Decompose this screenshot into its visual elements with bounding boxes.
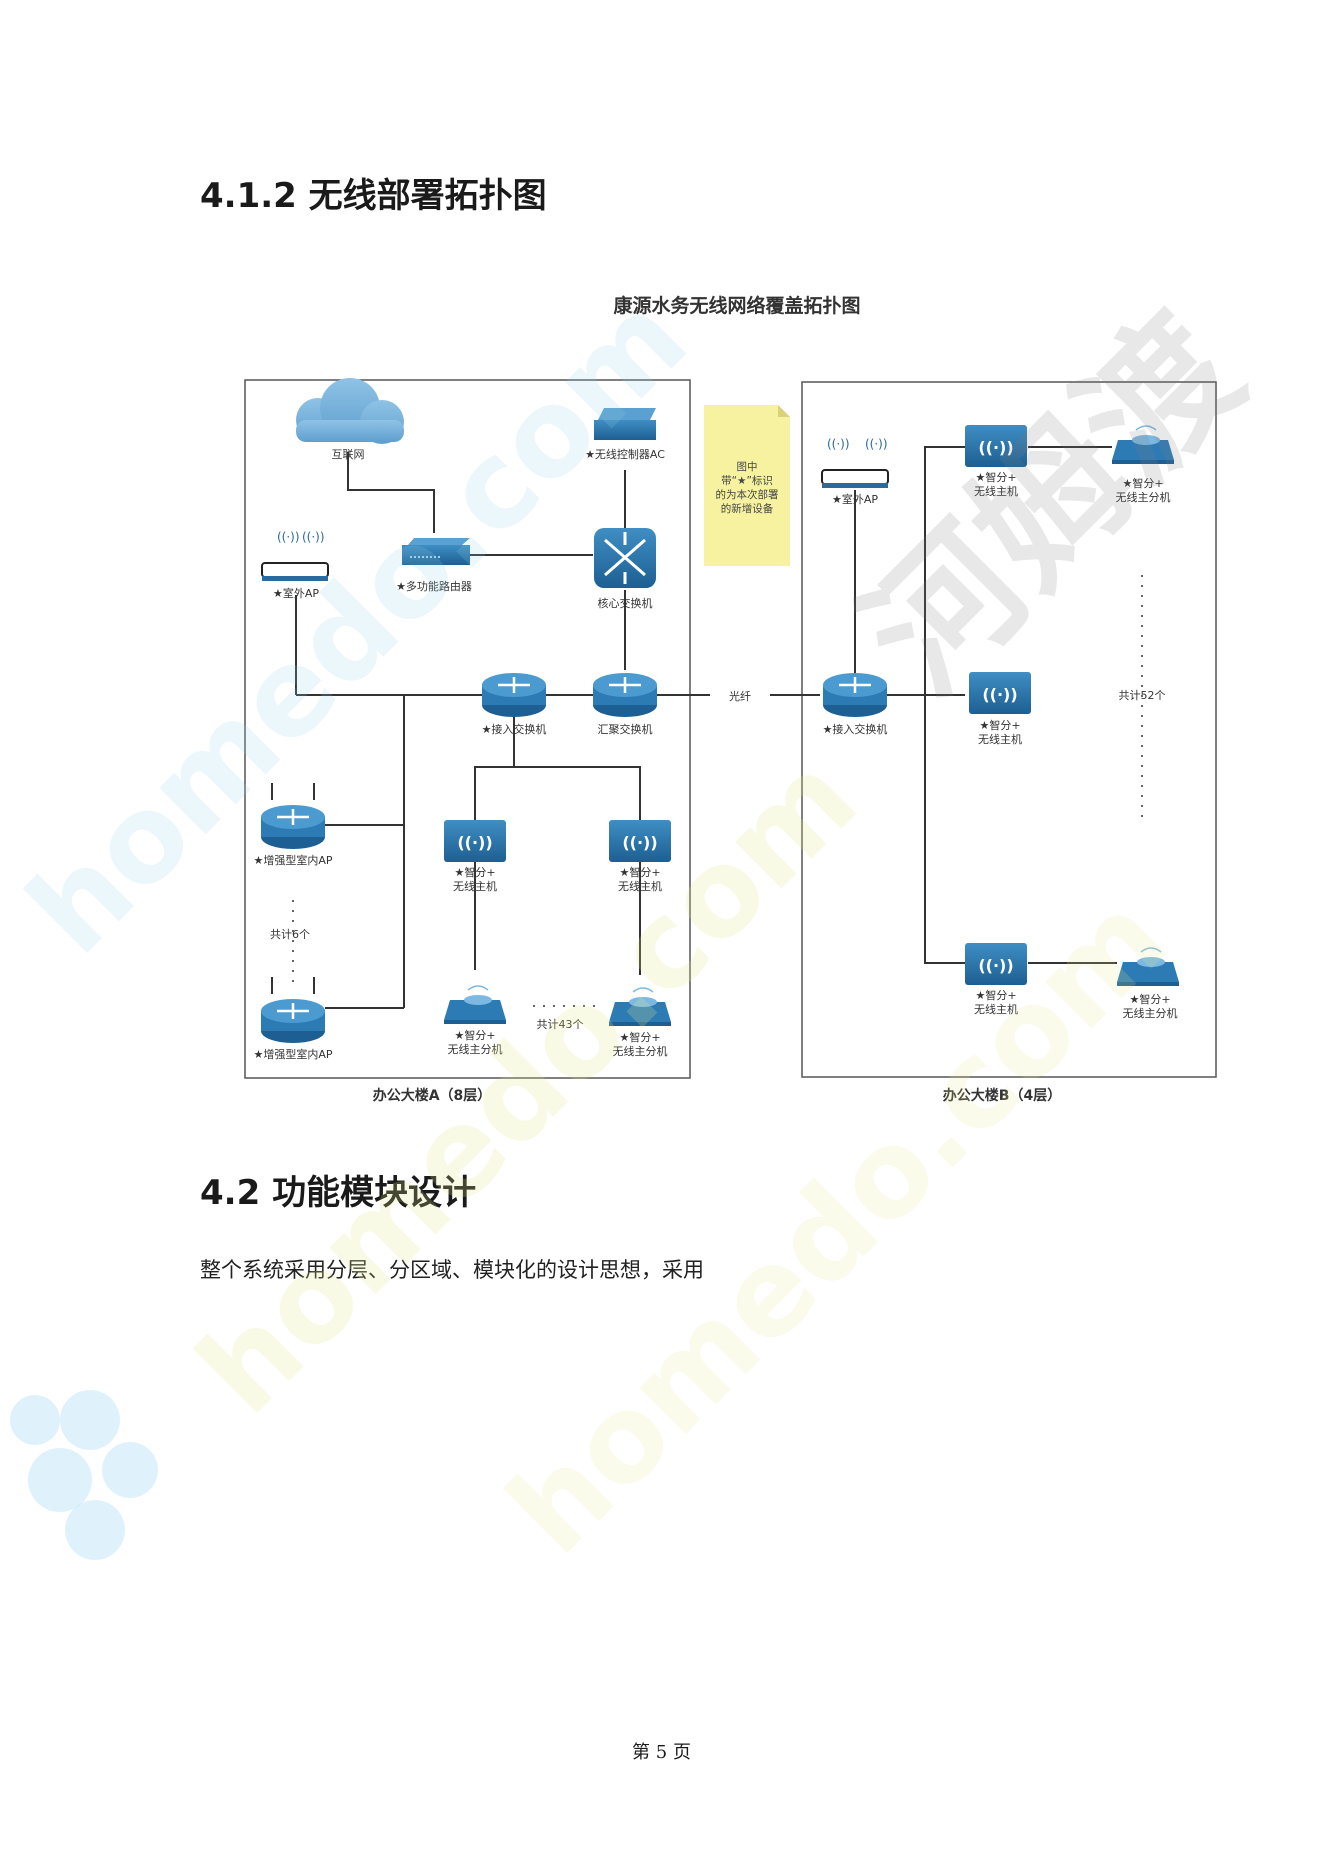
wireless-subunit-icon [609,987,671,1026]
outdoor-ap-b-icon: ((·)) ((·)) [821,437,889,488]
subunit-a-count: 共计43个 [537,1018,584,1031]
indoor-ap-count: 共计6个 [270,928,310,941]
access-switch-a-icon [482,673,546,717]
host-b2-line1: ★智分+ [979,718,1020,732]
diagram-title: 康源水务无线网络覆盖拓扑图 [613,294,860,317]
host-b1-line1: ★智分+ [975,470,1016,484]
host-a1-line1: ★智分+ [454,865,495,879]
aggregation-switch-label: 汇聚交换机 [598,722,653,736]
section-heading-4-2: 4.2 功能模块设计 [200,1173,477,1213]
svg-text:((·)): ((·)) [302,530,325,544]
svg-text:((·)): ((·)) [622,833,657,852]
subunit-b1-line1: ★智分+ [1122,476,1163,490]
wireless-host-icon: ((·)) [965,943,1027,985]
note-line-4: 的新增设备 [721,502,774,515]
internet-label: 互联网 [332,448,365,461]
subunit-b2-line2: 无线主分机 [1123,1006,1178,1020]
wireless-subunit-icon [444,985,506,1024]
router-label: ★多功能路由器 [396,579,472,593]
host-a1-line2: 无线主机 [453,879,497,893]
building-a-label: 办公大楼A（8层） [373,1087,492,1104]
subunit-a1-line1: ★智分+ [454,1028,495,1042]
section-heading-4-1-2: 4.1.2 无线部署拓扑图 [200,176,547,216]
router-icon [402,538,470,565]
wireless-controller-icon [594,408,656,440]
page-footer: 第 5 页 [0,1738,1323,1764]
aggregation-switch-icon [593,673,657,717]
indoor-ap-label-bottom: ★增强型室内AP [253,1047,332,1061]
svg-text:((·)): ((·)) [982,685,1017,704]
subunit-a2-line2: 无线主分机 [613,1044,668,1058]
wireless-host-icon: ((·)) [965,425,1027,467]
outdoor-ap-b-label: ★室外AP [832,492,878,506]
note-line-1: 图中 [737,460,758,473]
svg-text:((·)): ((·)) [457,833,492,852]
svg-text:((·)): ((·)) [827,437,850,451]
page-number: 5 [655,1742,668,1763]
building-b-frame [801,381,1217,1078]
host-a2-line1: ★智分+ [619,865,660,879]
core-switch-icon [594,528,656,588]
host-b3-line2: 无线主机 [974,1002,1018,1016]
subunit-b1-line2: 无线主分机 [1116,490,1171,504]
outdoor-ap-a-label: ★室外AP [273,586,319,600]
footer-prefix: 第 [632,1742,651,1763]
access-switch-b-label: ★接入交换机 [823,722,888,736]
building-b-label: 办公大楼B（4层） [943,1087,1061,1104]
host-b3-line1: ★智分+ [975,988,1016,1002]
wireless-host-icon: ((·)) [444,820,506,862]
legend-note: 图中 带“★”标识 的为本次部署 的新增设备 [704,405,790,566]
subunit-a1-line2: 无线主分机 [448,1042,503,1056]
connection-lines [295,446,1117,1009]
body-paragraph: 整个系统采用分层、分区域、模块化的设计思想，采用 [200,1258,704,1282]
host-b2-line2: 无线主机 [978,732,1022,746]
subunit-b2-line1: ★智分+ [1129,992,1170,1006]
wireless-host-icon: ((·)) [969,672,1031,714]
wireless-subunit-icon [1112,425,1174,464]
indoor-ap-icon [261,977,325,1043]
host-a2-line2: 无线主机 [618,879,662,893]
ac-label: ★无线控制器AC [585,447,665,461]
access-switch-a-label: ★接入交换机 [482,722,547,736]
svg-text:((·)): ((·)) [865,437,888,451]
internet-cloud-icon [296,378,404,444]
svg-text:((·)): ((·)) [978,438,1013,457]
svg-text:((·)): ((·)) [978,956,1013,975]
host-b1-line2: 无线主机 [974,484,1018,498]
indoor-ap-label-top: ★增强型室内AP [253,853,332,867]
building-a-frame [244,379,691,1079]
wireless-host-icon: ((·)) [609,820,671,862]
wireless-subunit-icon [1117,947,1179,986]
fiber-label: 光纤 [729,689,751,703]
footer-suffix: 页 [672,1742,691,1763]
outdoor-ap-a-icon: ((·)) ((·)) [261,530,329,581]
svg-text:((·)): ((·)) [277,530,300,544]
note-line-3: 的为本次部署 [716,488,779,501]
access-switch-b-icon [823,673,887,717]
subunit-b-count: 共计52个 [1119,689,1166,702]
indoor-ap-icon [261,783,325,849]
note-line-2: 带“★”标识 [721,475,773,487]
subunit-a2-line1: ★智分+ [619,1030,660,1044]
core-switch-label: 核心交换机 [598,596,653,610]
